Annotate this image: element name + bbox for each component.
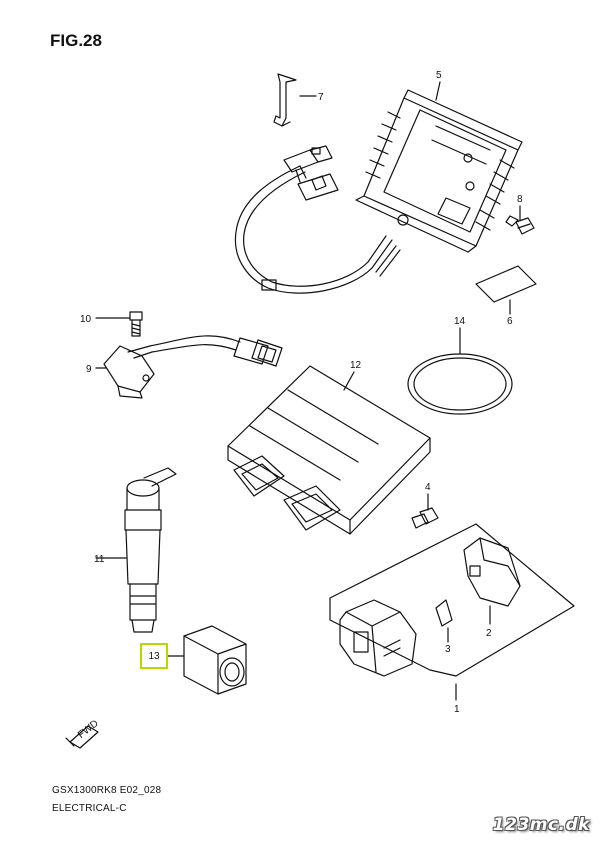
label-part-10: 10 [80,314,92,325]
label-part-9: 9 [86,364,92,375]
group-name: ELECTRICAL-C [52,803,127,814]
label-part-2: 2 [486,628,492,639]
label-part-1: 1 [454,704,460,715]
label-part-5: 5 [436,70,442,81]
starter-relay-assembly-part[interactable] [329,523,575,677]
ignition-coil-part[interactable] [124,467,177,633]
model-code: GSX1300RK8 E02_028 [52,785,162,796]
label-part-3: 3 [445,644,451,655]
figure-title: FIG.28 [50,31,102,50]
label-part-4: 4 [425,482,431,493]
clip-part[interactable] [273,73,297,127]
label-part-14: 14 [454,316,466,327]
pad-part[interactable] [475,265,537,303]
cover-2-part[interactable] [463,537,521,607]
relay-13-part[interactable] [183,625,247,695]
regulator-rectifier-part[interactable] [355,89,523,253]
label-part-7: 7 [318,92,324,103]
wire-harness-part[interactable] [234,145,401,294]
bolt-8-part[interactable] [505,215,535,235]
label-part-6: 6 [507,316,513,327]
label-part-12: 12 [350,360,362,371]
label-part-13: 13 [148,650,160,662]
forward-arrow-icon [65,725,99,749]
highlight-box-part-13 [140,643,168,669]
ecu-part[interactable] [227,365,431,535]
sensor-part[interactable] [103,335,283,399]
bolt-4-part[interactable] [411,507,439,529]
label-part-11: 11 [94,554,105,565]
fuse-part[interactable] [435,599,453,627]
label-part-8: 8 [517,194,523,205]
watermark: 123mc.dk [492,815,590,835]
o-ring-part[interactable] [407,353,513,415]
bolt-10-part[interactable] [129,311,143,337]
